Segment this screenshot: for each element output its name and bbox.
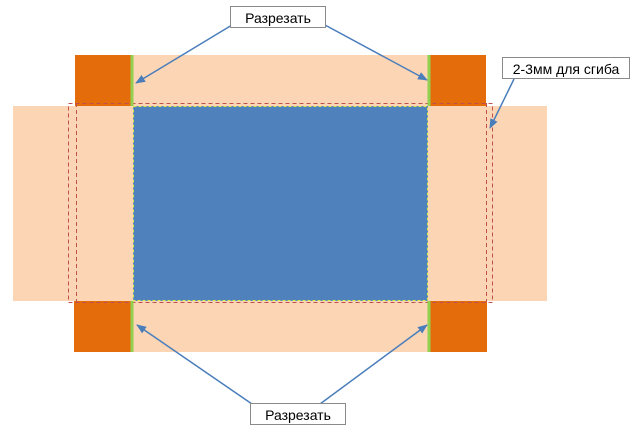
box-base: [133, 106, 428, 301]
fold-gap-label: 2-3мм для сгиба: [502, 57, 630, 79]
bottom-flap: [131, 300, 429, 352]
corner-top-right: [429, 55, 486, 106]
top-flap: [131, 55, 429, 106]
base-outline: [133, 106, 428, 301]
corner-bottom-right: [429, 301, 487, 352]
right-flap: [428, 106, 547, 301]
fold-line-outer: [68, 103, 493, 303]
arrow-cut-bottom-left: [136, 324, 253, 405]
cut-label-bottom: Разрезать: [250, 403, 346, 425]
arrow-cut-top-right: [324, 24, 428, 81]
arrow-cut-top-left: [135, 24, 233, 84]
corner-top-left: [75, 55, 132, 106]
corner-bottom-left: [74, 301, 132, 352]
left-flap: [13, 106, 133, 301]
cut-label-top: Разрезать: [230, 6, 326, 28]
arrow-cut-bottom-right: [319, 324, 428, 405]
arrow-fold-gap: [489, 78, 515, 129]
